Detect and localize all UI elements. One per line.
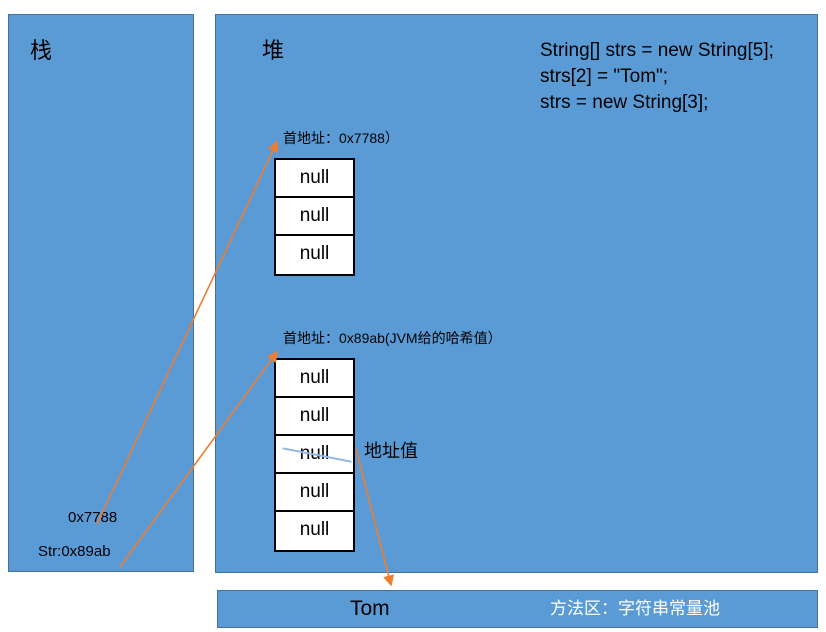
array-cell-label: null (299, 443, 330, 464)
address-value-annotation: 地址值 (364, 441, 418, 461)
stack-variable-address-2: Str:0x89ab (38, 543, 111, 560)
array-cell: null (276, 236, 353, 274)
array-cell: null (276, 360, 353, 398)
method-area-region (217, 590, 818, 628)
array-cell: null (276, 398, 353, 436)
array-old-box: null null null null null (274, 358, 355, 552)
array-new-box: null null null (274, 158, 355, 276)
code-line-3: strs = new String[3]; (540, 92, 709, 113)
array-cell: null (276, 198, 353, 236)
array-cell: null (276, 512, 353, 550)
array-old-address-label: 首地址：0x89ab(JVM给的哈希值） (283, 330, 502, 346)
stack-variable-address-1: 0x7788 (68, 509, 118, 526)
stack-title: 栈 (30, 38, 53, 63)
method-area-label: 方法区：字符串常量池 (550, 599, 720, 618)
code-line-2: strs[2] = "Tom"; (540, 66, 669, 87)
string-pool-value: Tom (350, 597, 390, 620)
array-cell: null (276, 474, 353, 512)
stack-region (8, 14, 194, 572)
array-cell: null (276, 160, 353, 198)
array-cell-struck: null (276, 436, 353, 474)
code-snippet: String[] strs = new String[5]; strs[2] =… (540, 38, 774, 116)
array-new-address-label: 首地址：0x7788） (283, 130, 399, 146)
code-line-1: String[] strs = new String[5]; (540, 40, 774, 61)
heap-title: 堆 (262, 38, 285, 63)
